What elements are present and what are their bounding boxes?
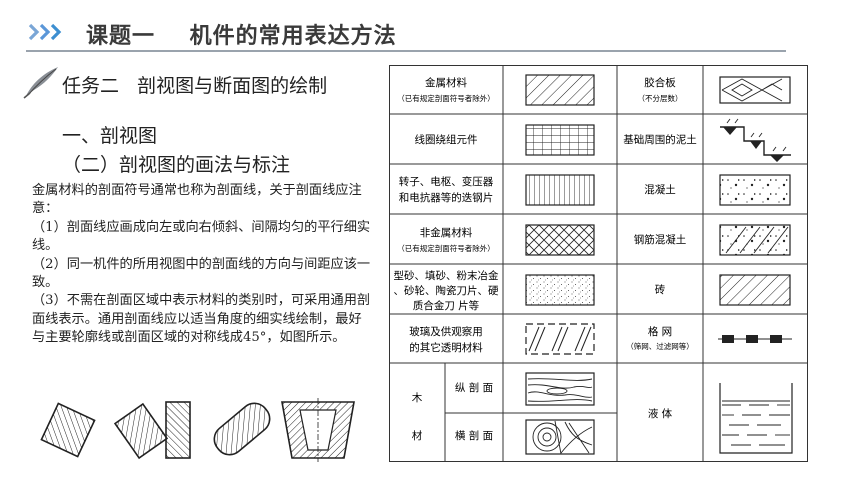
symbol-coil — [525, 124, 595, 156]
label-metal: 金属材料 — [425, 76, 467, 89]
label-reinforced-concrete: 钢筋混凝土 — [634, 233, 687, 246]
label-plywood: 胶合板 — [644, 76, 676, 89]
lesson-title: 课题一 机件的常用表达方法 — [86, 24, 397, 49]
symbol-metal — [525, 74, 595, 106]
label-brick: 砖 — [655, 283, 666, 296]
tilted-square-example — [40, 402, 96, 458]
sublabel-metal: （已有规定剖面符号者除外） — [397, 93, 495, 103]
label-longitudinal: 纵 剖 面 — [455, 381, 493, 394]
tapered-section-example — [281, 398, 355, 462]
note-item-1: （1）剖面线应画成向左或向右倾斜、间隔均匀的平行细实线。 — [32, 219, 371, 254]
symbol-wood-longitudinal — [525, 372, 595, 406]
note-item-2: （2）同一机件的所用视图中的剖面线的方向与间距应该一致。 — [32, 256, 371, 291]
note-item-3: （3）不需在剖面区域中表示材料的类别时，可采用通用剖面线表示。通用剖面线应以适当… — [32, 293, 371, 346]
label-sand-3: 质合金刀 片等 — [413, 299, 480, 312]
symbol-sand — [525, 274, 595, 306]
symbol-brick — [719, 274, 791, 306]
chevron-arrows-icon — [28, 23, 62, 41]
symbol-soil — [720, 118, 791, 162]
sublabel-plywood: （不分层数） — [638, 93, 683, 103]
sublabel-mesh: （筛网、过滤网等） — [626, 341, 694, 351]
symbol-reinforced-concrete — [719, 224, 791, 256]
label-glass-1: 玻璃及供观察用 — [409, 325, 483, 338]
symbol-laminations — [525, 174, 595, 206]
symbol-glass — [525, 323, 595, 355]
symbol-wood-transverse — [525, 419, 595, 455]
section-heading-cutaway-view: 一、剖视图 — [62, 125, 158, 147]
header-divider — [26, 50, 786, 52]
label-wood-top: 木 — [412, 392, 423, 404]
label-liquid: 液 体 — [648, 407, 673, 420]
label-sand-2: 、砂轮、陶瓷刀片、硬 — [394, 284, 499, 297]
label-concrete: 混凝土 — [644, 183, 676, 196]
symbol-concrete — [719, 174, 791, 206]
sublabel-nonmetal: （已有规定剖面符号者除外） — [397, 243, 495, 253]
label-transverse: 横 剖 面 — [455, 429, 493, 442]
feather-quill-icon — [23, 67, 58, 99]
label-sand-1: 型砂、填砂、粉末冶金 — [394, 269, 499, 282]
label-glass-2: 的其它透明材料 — [409, 341, 483, 354]
label-coil: 线圈绕组元件 — [415, 133, 478, 146]
label-laminations-2: 和电抗器等的迭钢片 — [399, 191, 494, 204]
rounded-slot-example — [213, 402, 271, 456]
label-mesh: 格 网 — [648, 325, 672, 338]
label-nonmetal: 非金属材料 — [420, 226, 473, 239]
label-wood-bottom: 材 — [412, 429, 423, 442]
material-section-symbol-table: 金属材料 （已有规定剖面符号者除外） 线圈绕组元件 转子、电枢、变压器 和电抗器… — [389, 65, 808, 462]
label-laminations-1: 转子、电枢、变压器 — [399, 175, 494, 188]
symbol-mesh — [718, 335, 792, 343]
symbol-plywood — [719, 76, 791, 104]
symbol-nonmetal — [525, 224, 595, 256]
tilted-bar-example — [113, 402, 169, 460]
section-subheading-drawing-method: （二）剖视图的画法与标注 — [62, 154, 291, 176]
symbol-liquid — [719, 383, 793, 454]
upright-bar-example — [165, 401, 191, 459]
task-title: 任务二 剖视图与断面图的绘制 — [62, 75, 328, 97]
hatched-section-examples — [40, 398, 355, 462]
note-intro: 金属材料的剖面符号通常也称为剖面线，关于剖面线应注意： — [32, 183, 362, 217]
label-soil: 基础周围的泥土 — [623, 133, 697, 146]
notes-paragraph: 金属材料的剖面符号通常也称为剖面线，关于剖面线应注意： （1）剖面线应画成向左或… — [32, 182, 372, 348]
